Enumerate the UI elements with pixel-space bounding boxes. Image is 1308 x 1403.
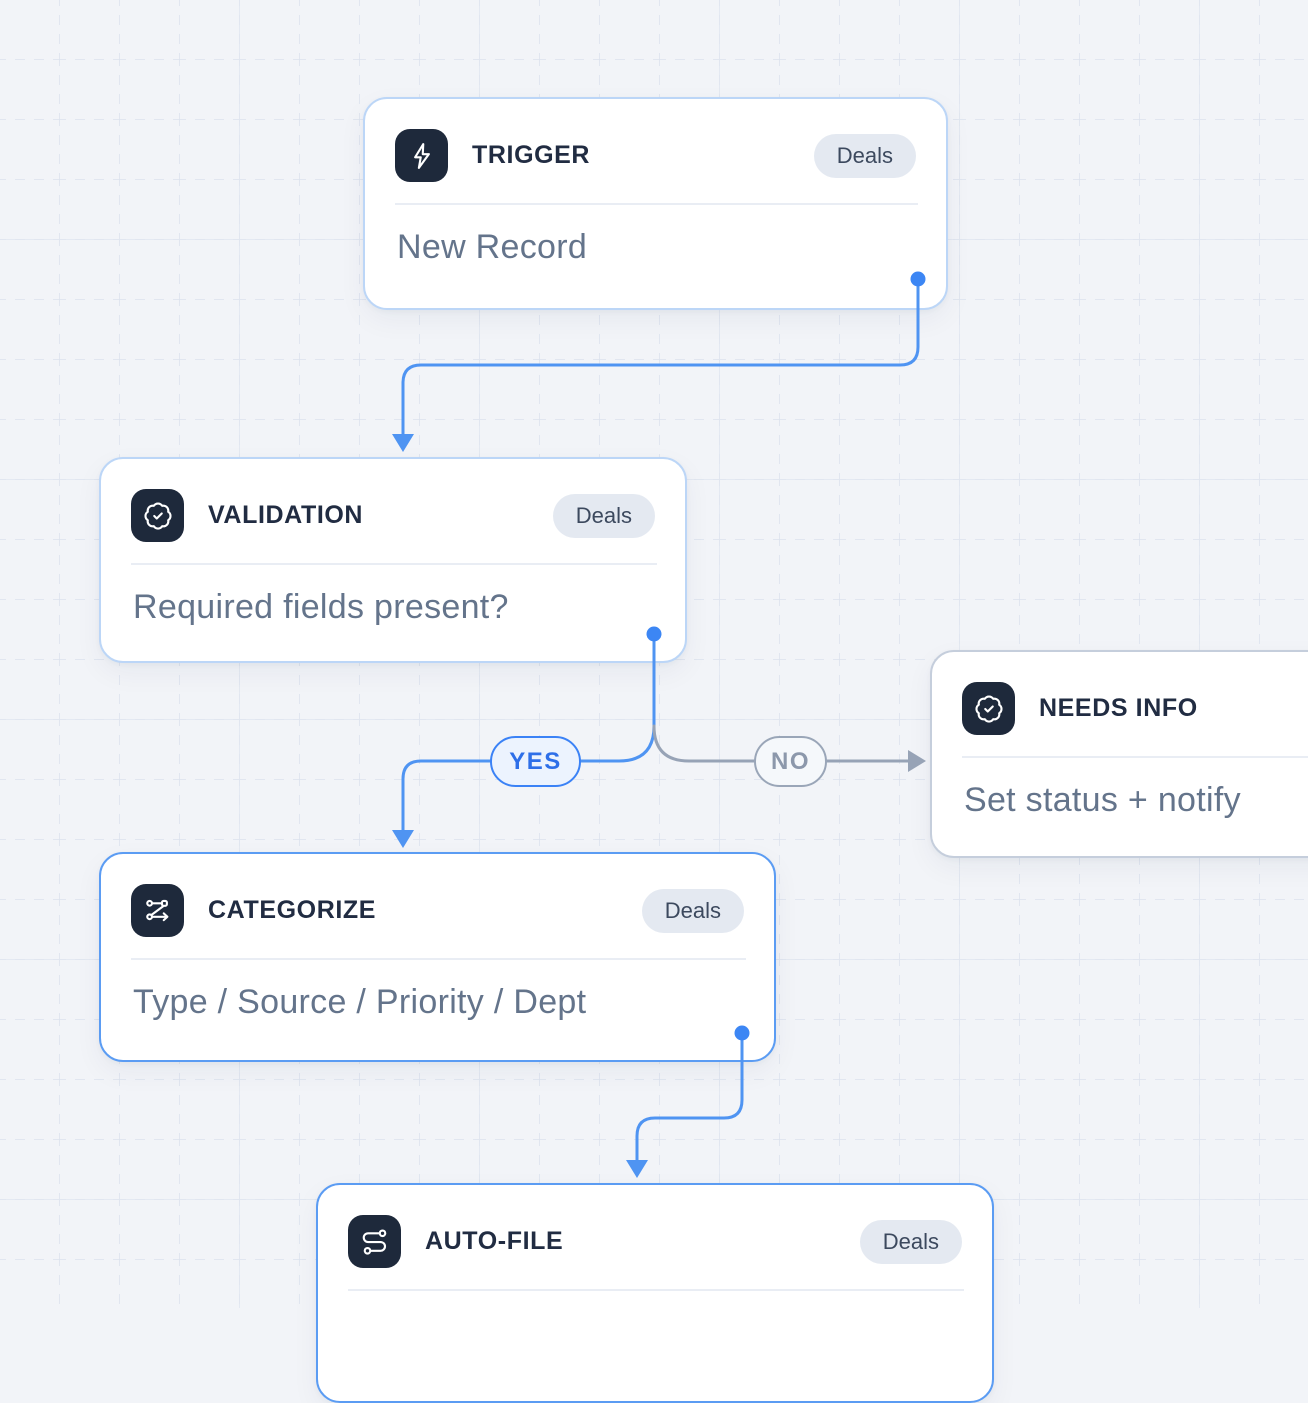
node-title: AUTO-FILE: [425, 1227, 564, 1255]
node-description: New Record: [397, 228, 588, 266]
arrowhead-right-icon: [908, 750, 926, 772]
edge-validation-to-categorize-yes: [401, 632, 656, 836]
divider: [962, 756, 1308, 758]
badge-check-icon: [962, 682, 1015, 735]
divider: [131, 563, 657, 565]
object-badge: Deals: [813, 133, 916, 178]
arrowhead-down-icon: [392, 830, 414, 848]
node-header: TRIGGER Deals: [365, 99, 946, 182]
divider: [131, 958, 746, 960]
node-trigger[interactable]: TRIGGER Deals New Record: [363, 97, 948, 310]
divider: [348, 1289, 964, 1291]
object-badge: Deals: [552, 493, 655, 538]
badge-check-icon: [131, 489, 184, 542]
branch-label-yes: YES: [490, 736, 581, 787]
node-description: Required fields present?: [133, 588, 509, 626]
node-title: CATEGORIZE: [208, 896, 377, 924]
node-title: VALIDATION: [208, 501, 364, 529]
zigzag-nodes-icon: [131, 884, 184, 937]
node-description: Set status + notify: [964, 781, 1241, 819]
node-header: VALIDATION Deals: [101, 459, 685, 542]
node-categorize[interactable]: CATEGORIZE Deals Type / Source / Priorit…: [99, 852, 776, 1062]
node-auto-file[interactable]: AUTO-FILE Deals: [316, 1183, 994, 1403]
object-badge: Deals: [859, 1219, 962, 1264]
route-icon: [348, 1215, 401, 1268]
branch-label-no: NO: [754, 736, 827, 787]
node-needs-info[interactable]: NEEDS INFO Set status + notify: [930, 650, 1308, 858]
node-description: Type / Source / Priority / Dept: [133, 983, 587, 1021]
node-validation[interactable]: VALIDATION Deals Required fields present…: [99, 457, 687, 663]
node-header: NEEDS INFO: [932, 652, 1308, 735]
node-header: AUTO-FILE Deals: [318, 1185, 992, 1268]
object-badge: Deals: [641, 888, 744, 933]
arrowhead-down-icon: [626, 1160, 648, 1178]
lightning-bolt-icon: [395, 129, 448, 182]
divider: [395, 203, 918, 205]
node-title: NEEDS INFO: [1039, 694, 1198, 722]
node-title: TRIGGER: [472, 141, 591, 169]
node-header: CATEGORIZE Deals: [101, 854, 774, 937]
arrowhead-down-icon: [392, 434, 414, 452]
